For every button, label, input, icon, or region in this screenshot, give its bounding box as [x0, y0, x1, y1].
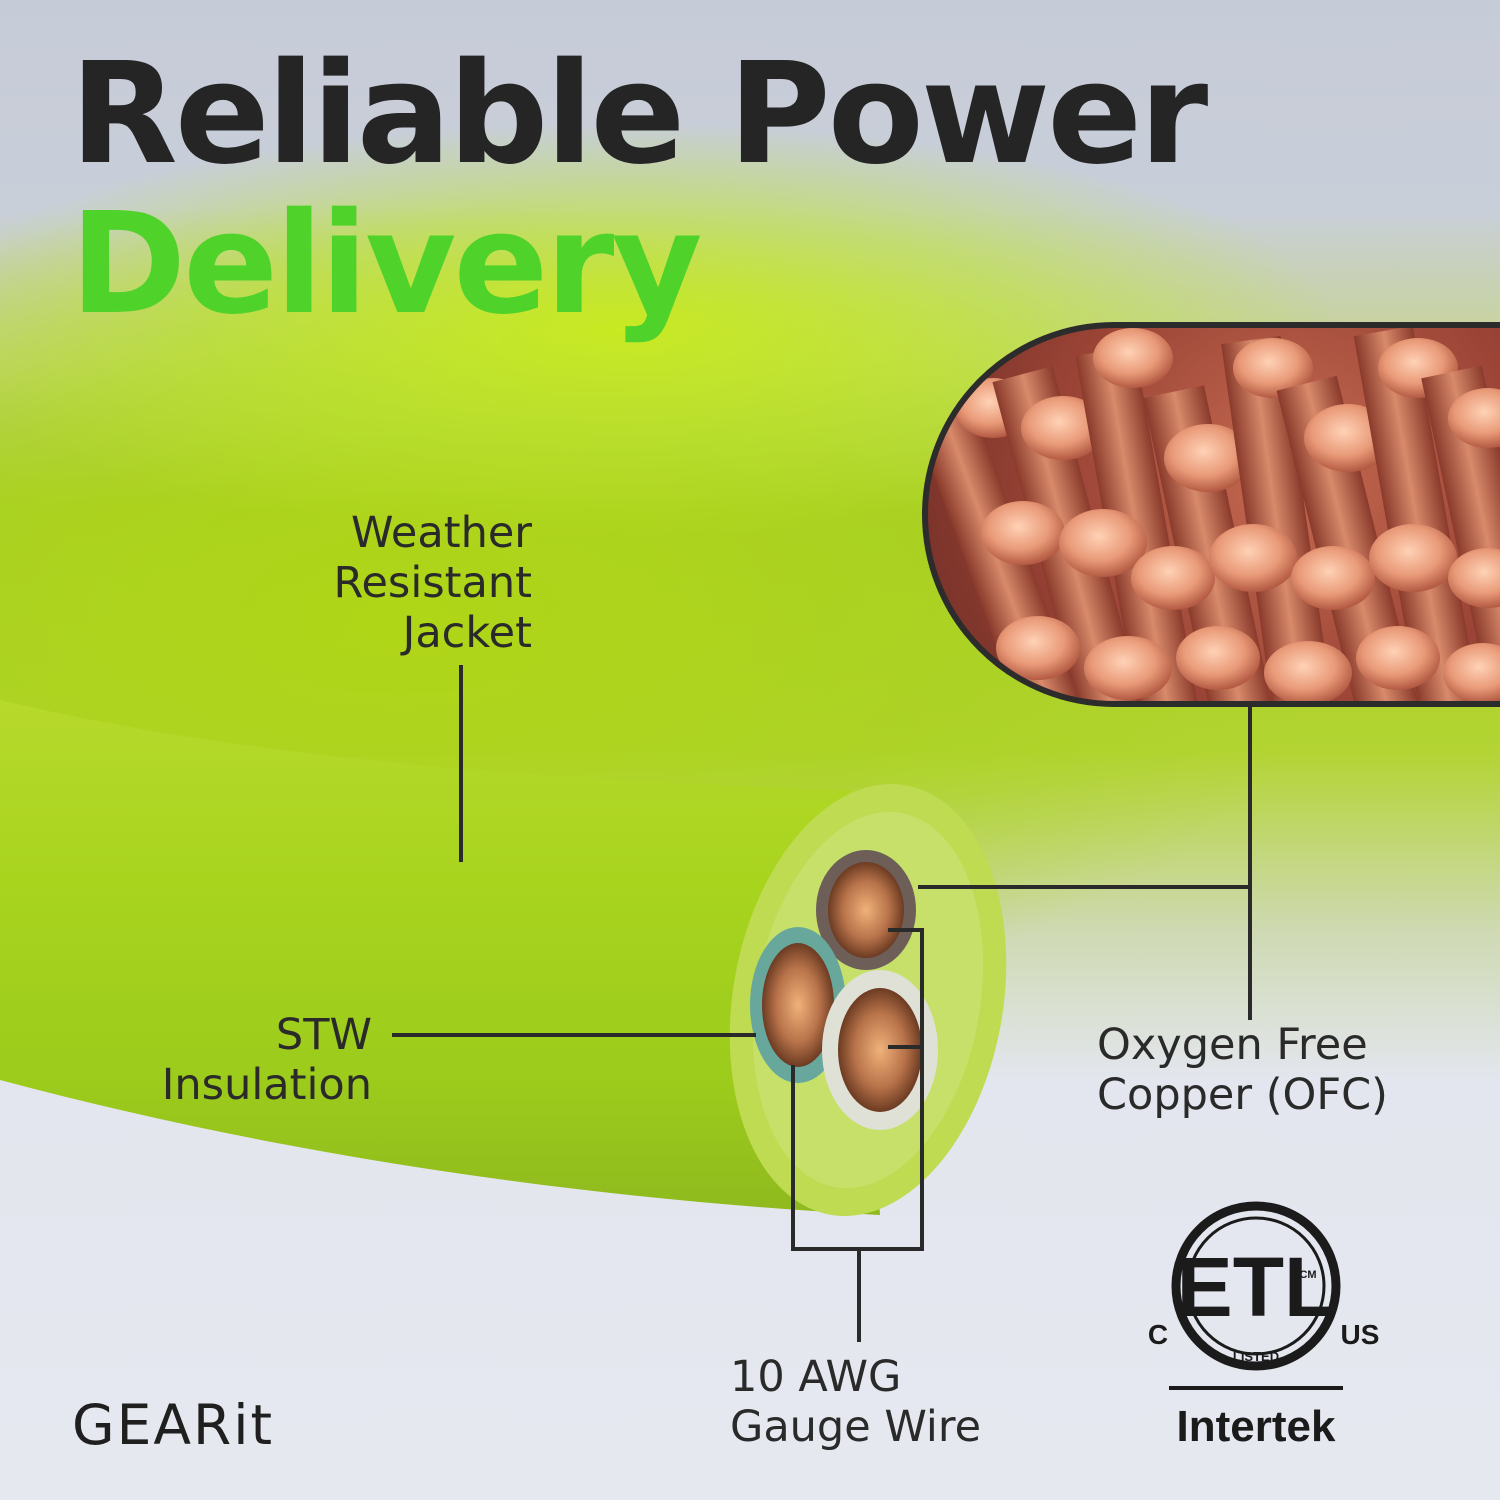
callout-jacket-line-1: Weather — [350, 508, 532, 558]
callout-copper-line-2: Copper (OFC) — [1097, 1070, 1388, 1120]
headline-line-2: Delivery — [70, 183, 703, 346]
etl-us-text: US — [1341, 1319, 1380, 1350]
headline-line-1: Reliable Power — [70, 33, 1208, 196]
callout-gauge: 10 AWG Gauge Wire — [730, 1352, 1030, 1452]
etl-mark-text: ETL — [1177, 1240, 1336, 1334]
callout-gauge-line-2: Gauge Wire — [730, 1402, 982, 1452]
gauge-bracket-left — [791, 1065, 795, 1251]
callout-insulation-line-2: Insulation — [161, 1060, 372, 1110]
callout-insulation: STW Insulation — [100, 1010, 372, 1110]
insulation-leader-line — [392, 1033, 756, 1037]
jacket-leader-line — [459, 665, 463, 862]
headline: Reliable Power Delivery — [70, 40, 1208, 340]
callout-gauge-line-1: 10 AWG — [730, 1352, 902, 1402]
copper-leader-horizontal — [918, 885, 1252, 889]
gauge-leader-line — [857, 1251, 861, 1342]
callout-copper: Oxygen Free Copper (OFC) — [1097, 1020, 1477, 1120]
gauge-bracket-right — [920, 928, 924, 1251]
etl-listed-text: LISTED — [1233, 1349, 1279, 1364]
copper-strands-closeup — [922, 322, 1500, 707]
gauge-bracket-mid-tick — [888, 1045, 924, 1049]
callout-copper-line-1: Oxygen Free — [1097, 1020, 1368, 1070]
gauge-bracket-top-tick — [888, 928, 924, 932]
callout-jacket-line-3: Jacket — [402, 608, 532, 658]
callout-insulation-line-1: STW — [275, 1010, 372, 1060]
copper-leader-vertical — [1248, 707, 1252, 1020]
etl-listed-logo: ETL CM C US LISTED — [1148, 1201, 1380, 1390]
callout-jacket: Weather Resistant Jacket — [250, 508, 532, 658]
etl-c-text: C — [1148, 1319, 1168, 1350]
gearit-logo: GEARit — [72, 1393, 275, 1457]
gauge-bracket-bottom — [791, 1247, 924, 1251]
intertek-label: Intertek — [1176, 1402, 1336, 1451]
callout-jacket-line-2: Resistant — [333, 558, 532, 608]
etl-cm-text: CM — [1299, 1269, 1316, 1281]
copper-strands-image — [928, 328, 1500, 701]
